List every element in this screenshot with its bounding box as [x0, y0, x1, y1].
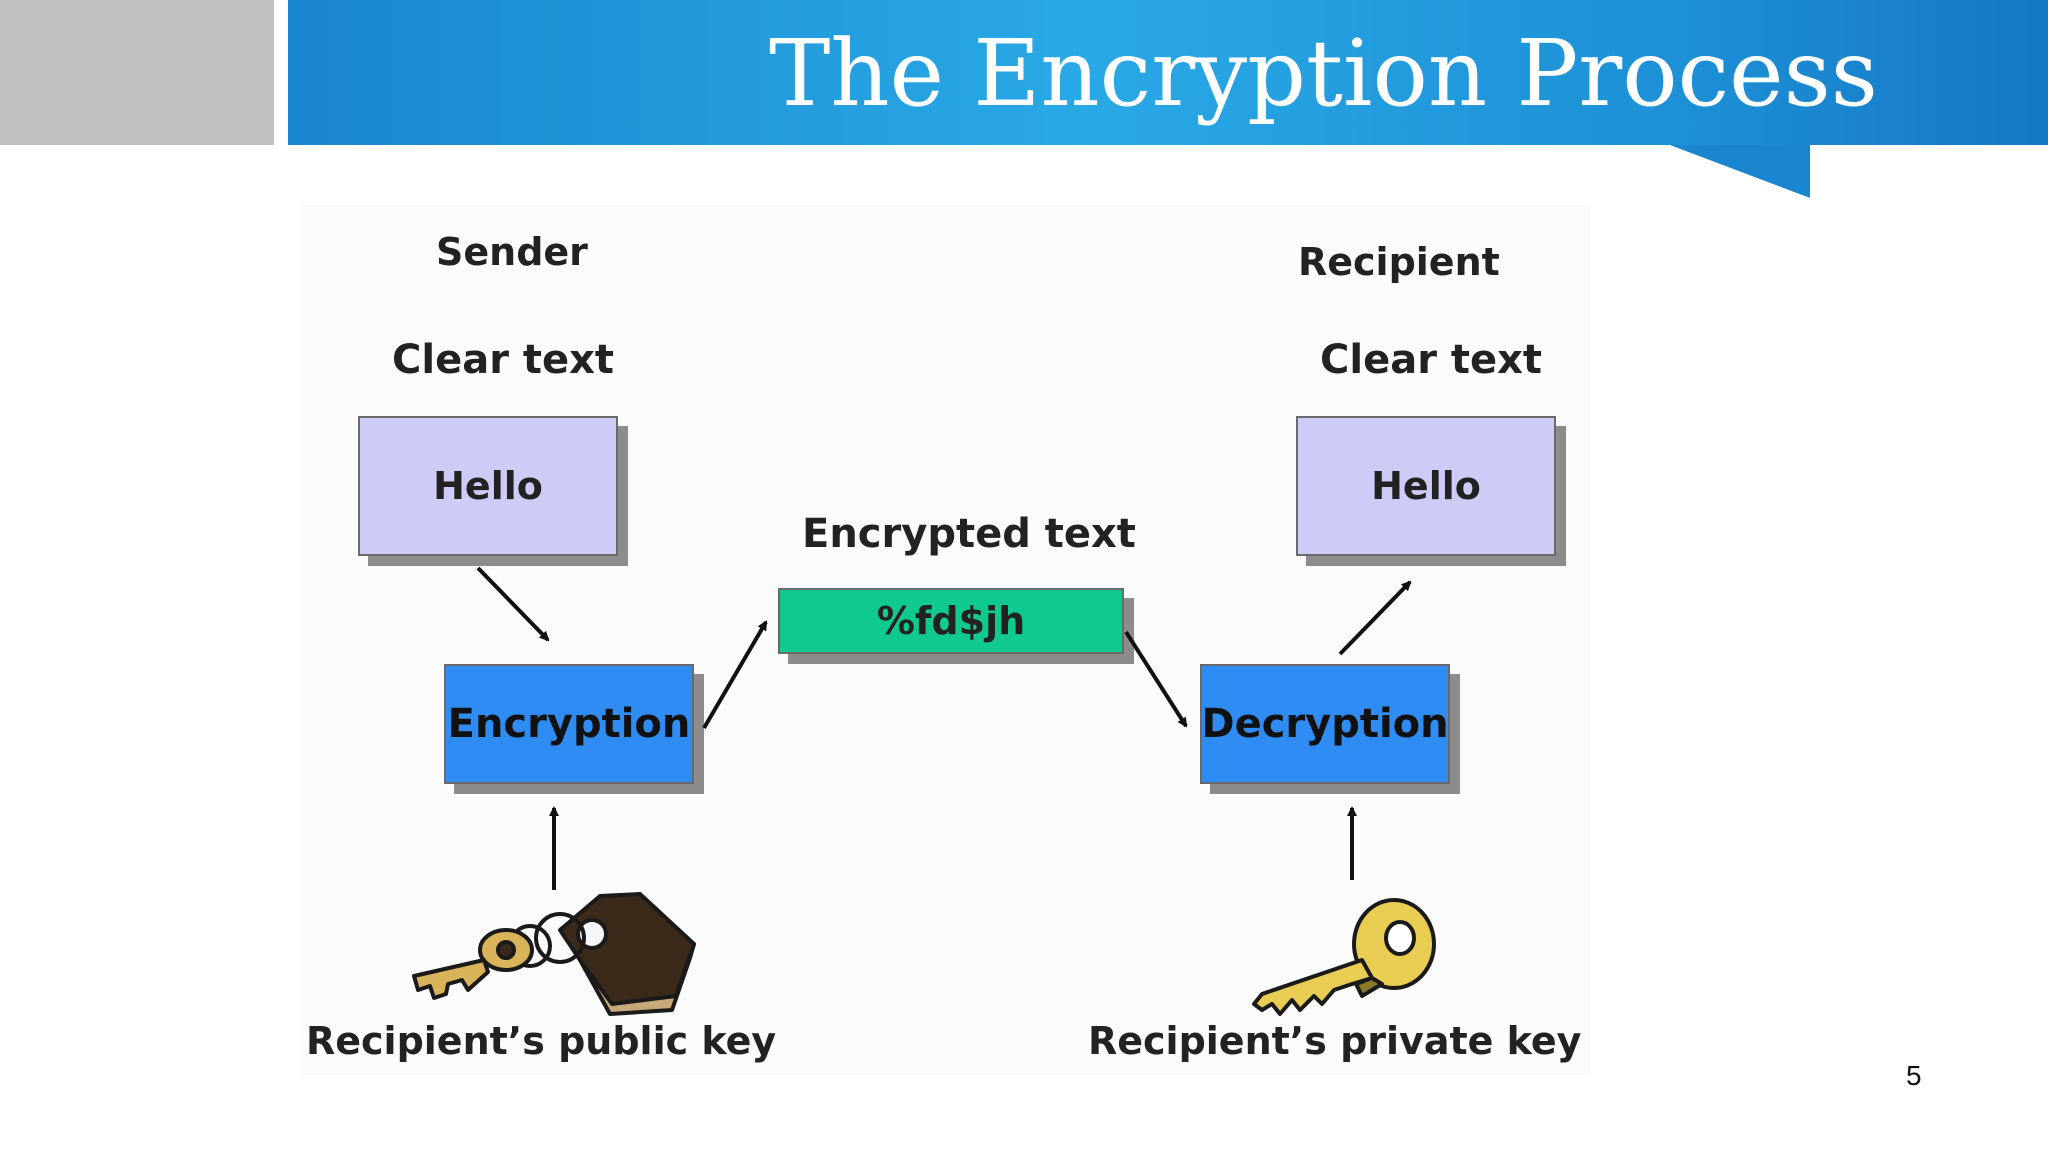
private-key-label: Recipient’s private key	[1088, 1019, 1582, 1063]
encrypted-text-box: %fd$jh	[778, 588, 1124, 654]
recipient-heading: Recipient	[1298, 240, 1500, 284]
header-gray-block	[0, 0, 274, 145]
arrow-decryption-to-clear	[1338, 580, 1412, 656]
header-ribbon-tail	[1670, 145, 1810, 198]
sender-heading: Sender	[436, 230, 588, 274]
arrow-cipher-to-decryption	[1124, 630, 1188, 728]
arrow-encryption-to-cipher	[702, 620, 768, 730]
header-band	[288, 0, 2048, 145]
recipient-clear-text-box: Hello	[1296, 416, 1556, 556]
sender-clear-text-box: Hello	[358, 416, 618, 556]
encrypted-text-label: Encrypted text	[802, 511, 1136, 557]
arrow-clear-to-encryption	[476, 566, 550, 642]
recipient-clear-text-label: Clear text	[1320, 337, 1543, 383]
encryption-box: Encryption	[444, 664, 694, 784]
page-number: 5	[1906, 1060, 1922, 1091]
sender-clear-text-label: Clear text	[392, 337, 615, 383]
slide-title: The Encryption Process	[768, 20, 1878, 127]
public-key-label: Recipient’s public key	[306, 1019, 777, 1063]
decryption-box: Decryption	[1200, 664, 1450, 784]
